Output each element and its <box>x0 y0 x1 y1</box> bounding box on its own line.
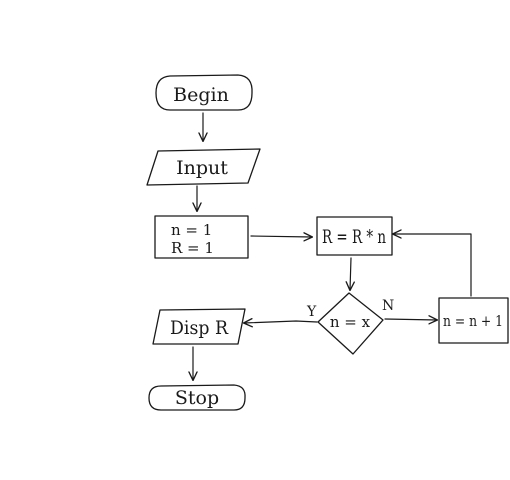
edge-check-to-increment <box>384 319 437 320</box>
input-node: Input <box>146 148 261 186</box>
check-diamond-shape <box>317 292 384 355</box>
display-node: Disp R <box>152 308 246 345</box>
begin-terminal-shape <box>155 74 253 111</box>
begin-label: Begin <box>173 84 229 106</box>
init-rectangle-shape <box>154 215 249 259</box>
check-node: n = x <box>317 292 384 355</box>
display-label: Disp R <box>170 317 229 339</box>
increment-node: n = n + 1 <box>438 297 509 344</box>
multiply-node: R = R * n <box>316 216 393 256</box>
edge-init-to-multiply <box>250 236 312 237</box>
input-parallelogram-shape <box>146 148 261 186</box>
stop-label: Stop <box>175 387 219 409</box>
edge-multiply-to-check <box>350 257 351 290</box>
input-label: Input <box>176 157 228 179</box>
init-line-n: n = 1 <box>171 221 212 239</box>
check-label: n = x <box>330 313 371 331</box>
display-parallelogram-shape <box>152 308 246 345</box>
stop-node: Stop <box>148 384 246 411</box>
edges <box>193 112 472 380</box>
stop-terminal-shape <box>148 384 246 411</box>
init-node: n = 1 R = 1 <box>154 215 249 259</box>
increment-rectangle-shape <box>438 297 509 344</box>
multiply-label: R = R * n <box>322 226 386 248</box>
increment-label: n = n + 1 <box>443 312 503 330</box>
no-branch-label: N <box>382 298 394 314</box>
edge-increment-to-multiply <box>393 234 472 297</box>
edge-check-to-display <box>244 321 318 323</box>
multiply-rectangle-shape <box>316 216 393 256</box>
yes-branch-label: Y <box>306 304 317 320</box>
begin-node: Begin <box>155 74 253 111</box>
init-line-r: R = 1 <box>171 239 214 257</box>
